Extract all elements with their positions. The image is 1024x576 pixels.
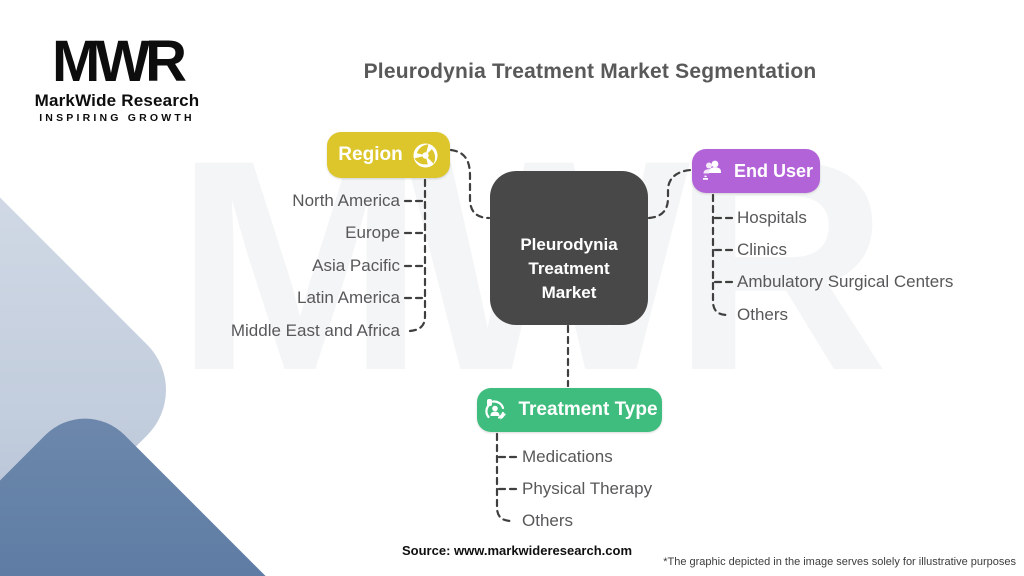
region-item: Latin America <box>297 288 400 307</box>
end-user-item: Hospitals <box>737 208 807 227</box>
treatment-type-item: Medications <box>522 447 613 466</box>
segment-pill-treatment-type-label: Treatment Type <box>518 399 658 420</box>
page-title: Pleurodynia Treatment Market Segmentatio… <box>363 60 817 83</box>
users-icon <box>699 158 725 184</box>
region-item: North America <box>292 191 400 210</box>
logo-name: MarkWide Research <box>34 91 200 111</box>
end-user-item: Clinics <box>737 240 788 259</box>
logo-acronym: MWR <box>52 29 187 94</box>
treatment-type-item: Others <box>522 511 574 530</box>
segment-pill-end-user: End User <box>692 149 820 193</box>
center-node: Pleurodynia Treatment Market <box>490 171 648 325</box>
segment-pill-region: Region <box>327 132 450 178</box>
end-user-item: Others <box>737 305 789 324</box>
segment-pill-treatment-type: Treatment Type <box>477 388 662 432</box>
treatment-type-item: Physical Therapy <box>522 479 653 498</box>
source-text: Source: www.markwideresearch.com <box>402 543 633 558</box>
segment-pill-end-user-label: End User <box>733 160 814 181</box>
segment-pill-region-label: Region <box>338 144 403 165</box>
disclaimer-text: *The graphic depicted in the image serve… <box>663 556 1016 568</box>
globe-icon <box>412 142 439 169</box>
patient-care-icon <box>481 396 509 424</box>
region-item: Europe <box>345 223 400 242</box>
logo-tagline: INSPIRING GROWTH <box>39 112 195 125</box>
end-user-item: Ambulatory Surgical Centers <box>737 272 954 291</box>
region-item: Middle East and Africa <box>230 321 400 340</box>
logo: MWR MarkWide Research INSPIRING GROWTH <box>32 29 202 125</box>
region-item: Asia Pacific <box>312 256 400 275</box>
